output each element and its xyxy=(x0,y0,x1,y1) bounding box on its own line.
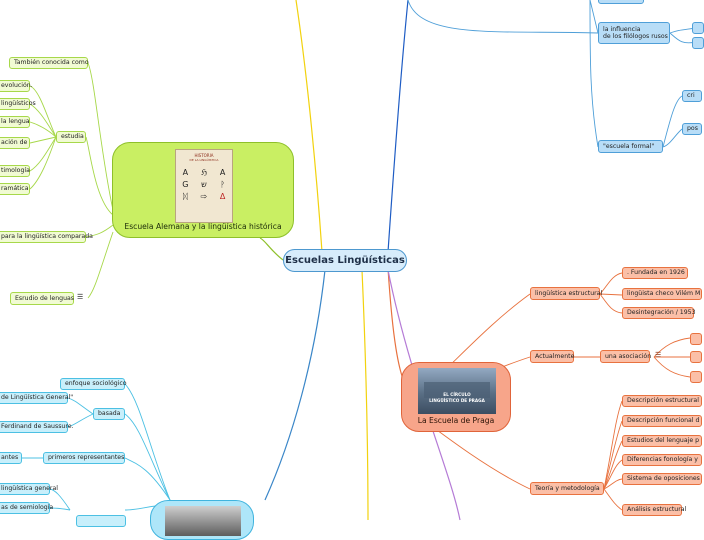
escuela-alemana-title: Escuela Alemana y la lingüística históri… xyxy=(124,221,282,231)
historia-linguistica-book-image: HISTORIA DE LA LINGÜISTICA A ℌ A G ש ᚹ ᛞ… xyxy=(175,149,233,223)
estudio-lenguas-notes-icon[interactable]: ☰ xyxy=(77,293,84,301)
influencia-child-2[interactable] xyxy=(692,37,704,49)
escuela-alemana-node[interactable]: HISTORIA DE LA LINGÜISTICA A ℌ A G ש ᚹ ᛞ… xyxy=(112,142,294,238)
antes-node[interactable]: antes xyxy=(0,452,22,464)
glyph-7: ᛞ xyxy=(182,191,188,201)
enfoque-sociologico-node[interactable]: enfoque sociológico xyxy=(60,378,127,390)
cri-node[interactable]: cri xyxy=(682,90,702,102)
primeros-representantes-node[interactable]: primeros representantes xyxy=(43,452,125,464)
cyan-subnode-cut[interactable] xyxy=(76,515,126,527)
linguistica-comparada-node[interactable]: para la lingüística comparada xyxy=(0,231,93,243)
branch-darkblue-top xyxy=(387,0,409,253)
glyph-5: ש xyxy=(201,179,207,189)
basada-node[interactable]: basada xyxy=(93,408,125,420)
vilem-mathesius-node[interactable]: lingüista checo Vilém M xyxy=(622,288,702,300)
desintegracion-node[interactable]: Desintegración / 1953 xyxy=(622,307,696,319)
diferencias-fonologia-node[interactable]: Diferencias fonología y xyxy=(622,454,702,466)
escuela-praga-node[interactable]: EL CÍRCULO LINGÜÍSTICO DE PRAGA La Escue… xyxy=(401,362,511,432)
asociacion-child-3[interactable] xyxy=(690,371,702,383)
teoria-metodologia-node[interactable]: Teoría y metodología xyxy=(530,482,604,495)
branch-cyan xyxy=(264,269,326,501)
asociacion-notes-icon[interactable]: ☰ xyxy=(655,351,662,359)
glyph-8: ⇨ xyxy=(200,191,208,201)
estudia-item-4[interactable]: ación de xyxy=(0,137,30,149)
estudia-item-6[interactable]: ramática xyxy=(0,183,30,195)
asociacion-child-2[interactable] xyxy=(690,351,702,363)
glyph-3: A xyxy=(219,168,226,178)
top-right-cut-node[interactable] xyxy=(598,0,644,4)
linguistica-general-node[interactable]: lingüística general xyxy=(0,483,58,495)
influencia-line1: la influencia xyxy=(603,25,641,33)
glyph-1: A xyxy=(182,168,189,178)
curso-linguistica-general-node[interactable]: de Lingüística General" xyxy=(0,392,73,404)
estudios-lenguaje-node[interactable]: Estudios del lenguaje p xyxy=(622,435,702,447)
central-topic[interactable]: Escuelas Lingüísticas xyxy=(283,249,407,272)
descripcion-funcional-node[interactable]: Descripción funcional d xyxy=(622,415,702,427)
influencia-child-1[interactable] xyxy=(692,22,704,34)
book-title-line1: HISTORIA xyxy=(194,153,214,158)
saussure-portrait-image xyxy=(165,506,241,536)
estudia-node[interactable]: estudia xyxy=(56,131,86,143)
branch-yellow-bottom xyxy=(361,269,369,521)
pos-node[interactable]: pos xyxy=(682,123,702,135)
una-asociacion-node[interactable]: una asociación xyxy=(600,350,651,363)
analisis-estructural-node[interactable]: Análisis estructural xyxy=(622,504,686,516)
actualmente-node[interactable]: Actualmente xyxy=(530,350,574,363)
estudia-item-2[interactable]: lingüísticos xyxy=(0,98,36,110)
ferdinand-saussure-node[interactable]: Ferdinand de Saussure. xyxy=(0,421,74,433)
praga-image-text-2: LINGÜÍSTICO DE PRAGA xyxy=(429,398,485,403)
linguistica-estructural-node[interactable]: lingüística estructural xyxy=(530,287,602,300)
semiologia-node[interactable]: as de semiología xyxy=(0,502,53,514)
fundada-1926-node[interactable]: . Fundada en 1926 xyxy=(622,267,688,279)
asociacion-child-1[interactable] xyxy=(690,333,702,345)
branch-yellow-top xyxy=(295,0,323,253)
estudio-lenguas-node[interactable]: Esrudio de lenguas xyxy=(10,292,74,305)
tambien-conocida-node[interactable]: También conocida como xyxy=(9,57,89,69)
descripcion-estructural-node[interactable]: Descripción estructural xyxy=(622,395,702,407)
book-glyphs: A ℌ A G ש ᚹ ᛞ ⇨ Δ xyxy=(176,168,232,201)
estudia-item-1[interactable]: evolución. xyxy=(0,80,33,92)
escuela-praga-title: La Escuela de Praga xyxy=(417,415,495,425)
escuela-formal-node[interactable]: "escuela formal" xyxy=(598,140,663,153)
connector-lines xyxy=(22,0,697,521)
estudia-item-3[interactable]: la lengua xyxy=(0,116,30,128)
escuela-ginebra-node[interactable] xyxy=(150,500,254,540)
influencia-filologos-node[interactable]: la influencia de los filólogos rusos xyxy=(598,22,670,44)
praga-building-silhouette xyxy=(424,382,490,398)
estudia-item-5[interactable]: timología xyxy=(0,165,30,177)
glyph-2: ℌ xyxy=(200,168,208,178)
influencia-line2: de los filólogos rusos xyxy=(603,33,668,40)
glyph-9: Δ xyxy=(219,191,226,201)
praga-image-text-1: EL CÍRCULO xyxy=(443,392,471,397)
circulo-linguistico-praga-image: EL CÍRCULO LINGÜÍSTICO DE PRAGA xyxy=(418,368,496,414)
glyph-6: ᚹ xyxy=(220,179,226,189)
sistema-oposiciones-node[interactable]: Sistema de oposiciones xyxy=(622,473,702,485)
glyph-4: G xyxy=(182,179,189,189)
book-title-line2: DE LA LINGÜISTICA xyxy=(189,157,219,162)
branch-green xyxy=(259,237,284,261)
